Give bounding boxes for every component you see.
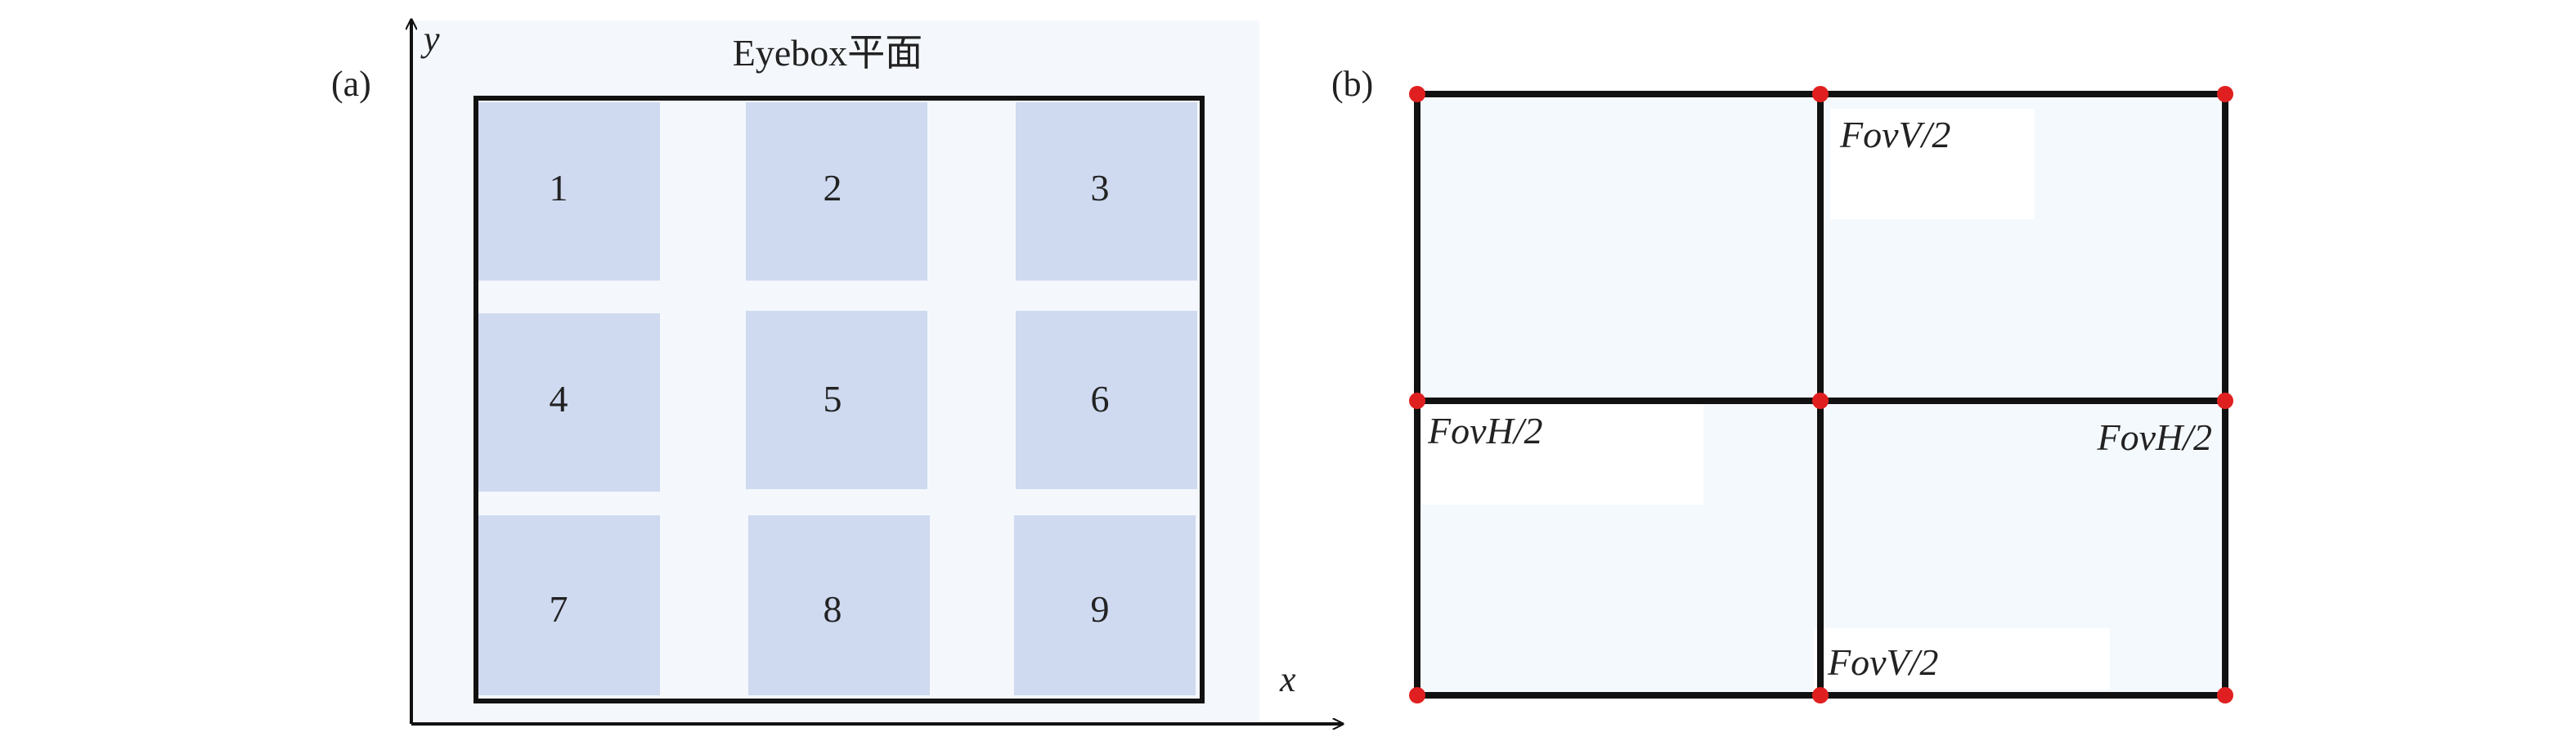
eyebox-cell [746, 102, 927, 281]
cell-number: 9 [1091, 588, 1110, 630]
cell-number: 5 [824, 378, 842, 420]
panel-a-label: (a) [331, 64, 371, 104]
field-point [1409, 393, 1425, 409]
panel-b-label: (b) [1331, 64, 1373, 104]
y-axis-label: y [420, 19, 440, 59]
cell-number: 2 [824, 167, 842, 209]
field-point [1812, 393, 1829, 409]
eyebox-cell [1016, 311, 1197, 489]
eyebox-cell [478, 102, 660, 281]
label-patch [1814, 628, 2110, 690]
fov-horizontal-half-label-left: FovH/2 [1427, 410, 1543, 452]
cell-number: 8 [824, 588, 842, 630]
eyebox-cell [746, 311, 927, 489]
fov-vertical-half-label-top: FovV/2 [1839, 114, 1950, 155]
cell-number: 3 [1091, 167, 1110, 209]
cell-number: 6 [1091, 378, 1110, 420]
field-point [1812, 687, 1829, 703]
eyebox-plane-border [473, 96, 1205, 703]
field-point [1409, 86, 1425, 102]
label-patch [1830, 109, 2035, 219]
panel-b: (b) FovV/2 FovH/2 FovH/2 FovV/2 [1331, 64, 2233, 703]
eyebox-cell [1014, 515, 1196, 695]
field-point [2217, 86, 2233, 102]
x-axis-label: x [1279, 659, 1296, 699]
eyebox-cell [478, 313, 660, 492]
panel-a: y x (a) Eyebox平面 1 2 3 4 5 6 7 8 9 [331, 19, 1343, 724]
eyebox-grid [478, 102, 1197, 695]
eyebox-cell-numbers: 1 2 3 4 5 6 7 8 9 [550, 167, 1110, 630]
cell-number: 1 [550, 167, 568, 209]
cell-number: 4 [550, 378, 568, 420]
cell-number: 7 [550, 588, 568, 630]
field-point-markers [1409, 86, 2233, 703]
fov-vertical-half-label-bottom: FovV/2 [1827, 641, 1938, 683]
fov-horizontal-half-label-right: FovH/2 [2096, 416, 2212, 458]
eyebox-cell [1016, 102, 1197, 281]
field-point [2217, 687, 2233, 703]
eyebox-plane-title: Eyebox平面 [733, 32, 923, 74]
field-point [1409, 687, 1425, 703]
field-point [1812, 86, 1829, 102]
field-point [2217, 393, 2233, 409]
label-patch [1421, 405, 1703, 505]
eyebox-cell [748, 515, 930, 695]
eyebox-cell [478, 515, 660, 695]
